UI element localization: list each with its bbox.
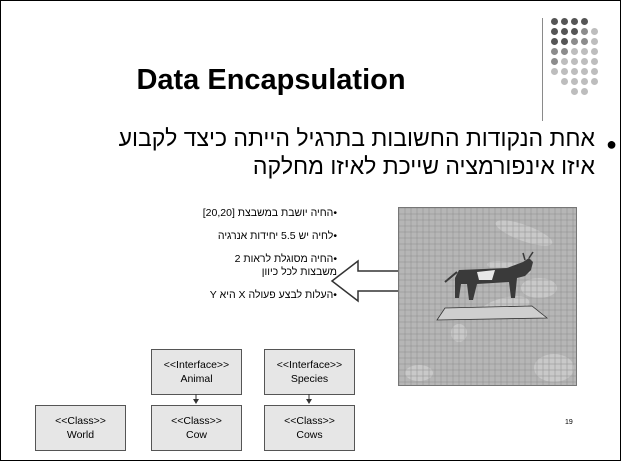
interface-animal-box: <<Interface>> Animal xyxy=(151,349,242,395)
ornament-dot xyxy=(561,38,568,45)
arrow-head-icon xyxy=(193,399,199,404)
ornament-dot xyxy=(551,58,558,65)
ornament-dot xyxy=(551,18,558,25)
ornament-dot xyxy=(571,48,578,55)
ornament-dot xyxy=(561,18,568,25)
box-stereotype: <<Class>> xyxy=(284,415,335,427)
box-name: Cows xyxy=(296,429,323,441)
ornament-dot xyxy=(551,28,558,35)
note-item: •לחיה יש 5.5 יחידות אנרגיה xyxy=(217,230,337,242)
box-stereotype: <<Interface>> xyxy=(276,359,343,371)
cow-on-grid-image xyxy=(398,207,577,386)
ornament-dot xyxy=(591,28,598,35)
ornament-dot xyxy=(561,78,568,85)
ornament-dot xyxy=(571,38,578,45)
ornament-dot xyxy=(591,48,598,55)
ornament-dot xyxy=(591,78,598,85)
ornament-dot xyxy=(551,38,558,45)
ornament-dot xyxy=(561,48,568,55)
box-name: Species xyxy=(290,373,329,385)
note-item: •העלות לבצע פעולה X היא Y xyxy=(209,289,337,301)
class-world-box: <<Class>> World xyxy=(35,405,126,451)
ornament-dot xyxy=(561,28,568,35)
box-name: Cow xyxy=(185,429,207,441)
bullet-line-1: אחת הנקודות החשובות בתרגיל הייתה כיצד לק… xyxy=(118,125,595,151)
class-cow-box: <<Class>> Cow xyxy=(151,405,242,451)
main-bullet: ● אחת הנקודות החשובות בתרגיל הייתה כיצד … xyxy=(35,124,617,180)
ornament-dot xyxy=(581,68,588,75)
bullet-line-2: איזו אינפורמציה שייכת לאיזו מחלקה xyxy=(252,153,595,179)
arrow-head-icon xyxy=(306,399,312,404)
page-number: 19 xyxy=(565,419,573,426)
ornament-dot xyxy=(561,58,568,65)
ornament-dot xyxy=(561,68,568,75)
box-stereotype: <<Interface>> xyxy=(163,359,230,371)
ornament-dot xyxy=(571,58,578,65)
ornament-dot xyxy=(591,58,598,65)
bullet-icon: ● xyxy=(606,134,617,154)
ornament-dot xyxy=(581,28,588,35)
ornament-dot xyxy=(591,68,598,75)
ornament-dot xyxy=(571,68,578,75)
note-item: •החיה יושבת במשבצת [20,20] xyxy=(202,207,337,219)
ornament-dot xyxy=(571,28,578,35)
note-item: •החיה מסוגלת לראות 2 משבצות לכל כיוון xyxy=(234,253,337,278)
ornament-dot xyxy=(581,38,588,45)
ornament-dot xyxy=(571,18,578,25)
box-stereotype: <<Class>> xyxy=(55,415,106,427)
cow-icon xyxy=(436,251,549,321)
ornament-dot xyxy=(591,38,598,45)
box-name: Animal xyxy=(180,373,213,385)
ornament-dot xyxy=(581,48,588,55)
box-name: World xyxy=(66,429,95,441)
interface-species-box: <<Interface>> Species xyxy=(264,349,355,395)
ornament-dot xyxy=(551,68,558,75)
ornament-dot xyxy=(581,88,588,95)
title-divider xyxy=(542,18,543,121)
box-stereotype: <<Class>> xyxy=(171,415,222,427)
notes-list: •החיה יושבת במשבצת [20,20] •לחיה יש 5.5 … xyxy=(37,207,337,312)
ornament-dot xyxy=(581,78,588,85)
ornament-dot xyxy=(581,18,588,25)
ornament-dot xyxy=(571,88,578,95)
class-cows-box: <<Class>> Cows xyxy=(264,405,355,451)
slide-title: Data Encapsulation xyxy=(136,64,406,96)
ornament-dot xyxy=(551,48,558,55)
ornament-dot xyxy=(571,78,578,85)
ornament-dot xyxy=(581,58,588,65)
